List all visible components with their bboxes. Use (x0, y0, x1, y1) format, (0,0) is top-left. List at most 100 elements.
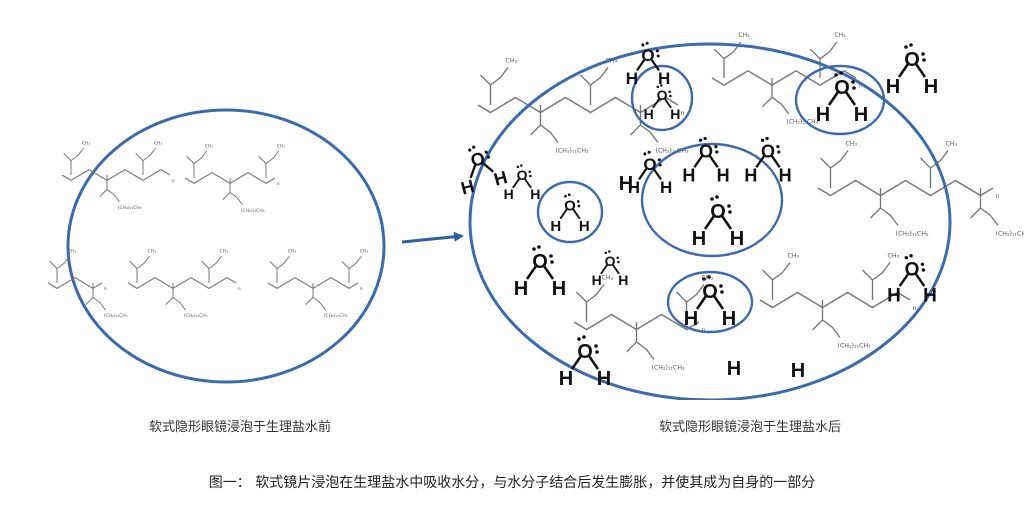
hydrogen-atom: H (670, 106, 680, 122)
ester-side-group (870, 188, 899, 226)
hydrogen-atom: H (579, 218, 590, 235)
swelling-arrow (401, 231, 464, 244)
lone-pair-dot (582, 335, 586, 339)
hydrogen-atom: H (816, 104, 830, 126)
hydrogen-atom: H (684, 308, 698, 330)
lone-pair-dot (537, 245, 541, 249)
chain-label: (CH₂)₁₁CH₃ (896, 231, 930, 238)
polymer-swelling-diagram: CH₃(CH₂)₁₁CH₃CH₃nCH₃(CH₂)₁₁CH₃CH₃nCH₃(CH… (47, 32, 1024, 400)
lone-pair-dot (549, 254, 553, 258)
hydrogen-atom: H (514, 278, 528, 300)
hydrogen-atom: H (626, 69, 638, 88)
lone-pair-dot (528, 170, 531, 174)
ester-side-group (85, 283, 106, 311)
o-h-bond (650, 58, 660, 72)
ester-side-group (99, 175, 120, 203)
ester-side-group (920, 150, 949, 188)
hydrogen-atom: H (459, 176, 477, 199)
methyl-label: CH₃ (220, 248, 229, 254)
o-h-bond (770, 154, 781, 168)
o-h-bond (914, 273, 926, 287)
o-h-bond (600, 264, 608, 275)
polymer-backbone (759, 291, 911, 309)
lone-pair-dot (576, 200, 580, 203)
figure-caption: 图一： 软式镜片浸泡在生理盐水中吸收水分，与水分子结合后发生膨胀，并使其成为自身… (208, 475, 816, 491)
lone-pair-dot (608, 250, 611, 253)
after-lens: CH₃(CH₂)₁₁CH₃CH₃(CH₂)₁₁CH₃nCH₃(CH₂)₁₁CH₃… (459, 32, 1024, 400)
lone-pair-dot (703, 136, 707, 141)
lone-pair-dot (904, 255, 909, 260)
lone-pair-dot (595, 350, 599, 354)
subscript-label: n (104, 287, 107, 292)
before-polymer-chains: CH₃(CH₂)₁₁CH₃CH₃nCH₃(CH₂)₁₁CH₃CH₃nCH₃(CH… (47, 140, 369, 319)
lone-pair-dot (707, 275, 711, 279)
lone-pair-dot (839, 71, 843, 75)
o-h-bond (720, 215, 733, 230)
methyl-label: CH₃ (506, 58, 518, 65)
water-binding-circles (536, 64, 886, 334)
o-h-bond (844, 91, 857, 106)
lone-pair-dot (776, 144, 780, 149)
hydrogen-atom: H (592, 272, 602, 288)
hydrogen-atom: H (530, 186, 540, 202)
o-h-bond (708, 154, 719, 168)
hydrogen-atom: H (887, 285, 901, 306)
methyl-label: CH₃ (277, 143, 286, 149)
lone-pair-dot (909, 43, 913, 47)
lone-pair-dot (616, 256, 619, 260)
o-h-bond (652, 167, 662, 181)
lone-pair-dot (710, 197, 714, 201)
o-h-bond (524, 178, 532, 189)
polymer-backbone (61, 168, 171, 182)
chain-label: (CH₂)₁₁CH₃ (241, 208, 265, 214)
methyl-label: CH₃ (602, 275, 614, 282)
polymer-backbone (817, 179, 994, 197)
polymer-backbone (711, 69, 857, 87)
oxygen-atom: O (904, 49, 920, 71)
hydrogen-atom: H (779, 166, 792, 186)
o-h-bond (703, 215, 716, 230)
lone-pair-dot (532, 247, 536, 251)
lone-pair-dot (594, 344, 598, 348)
water-binding-circle (640, 142, 784, 258)
lone-pair-dot (702, 277, 706, 281)
lone-pair-dot (529, 174, 532, 178)
ester-side-group (812, 300, 841, 338)
lone-pair-dot (728, 210, 732, 214)
oxygen-atom: O (605, 253, 616, 269)
hydrogen-atom: H (924, 76, 938, 98)
oxygen-atom: O (710, 201, 726, 223)
hydrogen-atom: H (886, 76, 900, 98)
hydrogen-atom: H (722, 308, 736, 330)
methyl-label: CH₃ (68, 248, 77, 254)
subscript-label: n (238, 287, 241, 292)
hydrogen-atom: H (854, 104, 868, 126)
lone-pair-dot (851, 80, 855, 84)
o-h-bond (898, 273, 910, 287)
methyl-label: CH₃ (360, 248, 369, 254)
lone-pair-dot (719, 284, 723, 288)
lone-pair-dot (484, 150, 488, 154)
o-h-bond (512, 178, 520, 189)
chain-label: (CH₂)₁₁CH₃ (556, 148, 590, 155)
methyl-label: CH₃ (82, 140, 91, 146)
hydrogen-atom: H (559, 368, 573, 390)
o-h-bond (638, 167, 648, 181)
methyl-label: CH₃ (834, 32, 846, 39)
o-h-bond (712, 295, 725, 310)
ester-side-group (201, 255, 222, 283)
oxygen-atom: O (905, 260, 920, 281)
subscript-label: n (996, 193, 1000, 200)
lone-pair-dot (904, 45, 908, 49)
o-h-bond (525, 265, 538, 280)
methyl-label: CH₃ (946, 141, 958, 148)
o-h-bond (572, 208, 581, 220)
